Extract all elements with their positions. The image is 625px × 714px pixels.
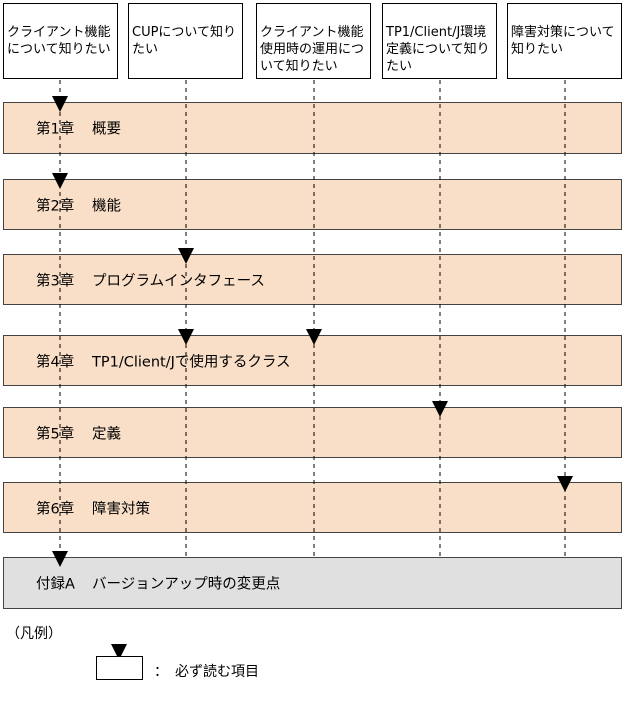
interest-box-client-functions: クライアント機能について知りたい [3,3,118,79]
legend-text: ： 必ず読む項目 [154,664,259,680]
legend-title: （凡例） [6,626,62,642]
appendix-band-a: 付録A バージョンアップ時の変更点 [3,557,622,609]
chapter-band-2: 第2章 機能 [3,179,622,230]
chapter-number: 第5章 [36,426,75,442]
chapter-band-6: 第6章 障害対策 [3,482,622,533]
chapter-title: 概要 [92,121,121,138]
chapter-title: バージョンアップ時の変更点 [92,576,281,593]
chapter-title: TP1/Client/Jで使用するクラス [92,354,291,370]
interest-box-cup: CUPについて知りたい [128,3,243,79]
interest-box-environment-definition: TP1/Client/J環境定義について知りたい [382,3,497,79]
chapter-title: 定義 [92,426,121,442]
chapter-number: 第2章 [36,198,75,214]
interest-box-operation: クライアント機能使用時の運用について知りたい [256,3,371,79]
interest-label: クライアント機能について知りたい [7,25,111,57]
chapter-title: 障害対策 [92,501,150,517]
chapter-number: 付録A [36,576,75,593]
legend-sample-box [96,656,143,680]
interest-label: TP1/Client/J環境定義について知りたい [386,25,490,74]
chapter-number: 第4章 [36,354,75,370]
chapter-band-1: 第1章概要 [3,102,622,154]
interest-label: 障害対策について知りたい [511,25,615,57]
interest-box-troubleshooting: 障害対策について知りたい [507,3,622,79]
chapter-band-5: 第5章 定義 [3,407,622,458]
chapter-band-4: 第4章 TP1/Client/Jで使用するクラス [3,335,622,386]
chapter-band-3: 第3章 プログラムインタフェース [3,254,622,305]
interest-label: CUPについて知りたい [132,25,237,57]
chapter-number: 第3章 [36,273,75,289]
interest-label: クライアント機能使用時の運用について知りたい [260,25,365,74]
chapter-title: プログラムインタフェース [92,273,265,289]
chapter-title: 機能 [92,198,121,214]
chapter-number: 第6章 [36,501,75,517]
chapter-number: 第1章 [36,121,75,138]
